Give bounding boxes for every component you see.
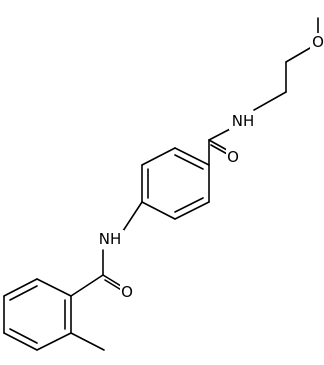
bond-ring1-a [174,147,210,166]
amide2-nitrogen: NH [96,230,124,248]
amide1-nitrogen: NH [229,112,257,130]
bond-methyl [70,332,105,351]
methoxy-oxygen-label: O [312,33,324,51]
amide1-nitrogen-label: NH [232,112,255,130]
bonds [3,17,319,351]
bond-ring2-inner-1 [9,285,38,301]
amide2-oxygen: O [120,283,134,301]
amide2-nitrogen-label: NH [99,230,122,248]
bond-ring1-inner-1 [174,154,204,170]
bond-ring2-a [36,278,72,297]
amide2-oxygen-label: O [121,283,133,301]
bond-ring1-b [141,147,176,166]
bond-ring1-d [141,201,176,220]
methoxy-oxygen: O [310,33,324,51]
bond-nh-carbonyl1 [208,127,233,141]
bond-carbonyl1-o-a [208,139,228,151]
bond-ch2-nh [253,91,287,111]
bond-ring2-d [3,332,38,351]
bond-ring1-inner-3 [174,197,204,213]
bond-ring2-b [3,278,38,297]
bond-ring1-e [174,201,210,220]
bond-carbonyl2-o-a [102,274,122,287]
bond-o-ch2 [285,47,311,63]
amide1-oxygen-label: O [227,148,239,166]
amide1-oxygen: O [226,148,240,166]
atom-labels: O NH O NH O [96,33,324,301]
bond-ring-nh [122,201,143,232]
bond-ring2-inner-2 [9,328,38,344]
bond-ring2-e [36,332,72,351]
bond-carbonyl2-ring [70,274,104,297]
